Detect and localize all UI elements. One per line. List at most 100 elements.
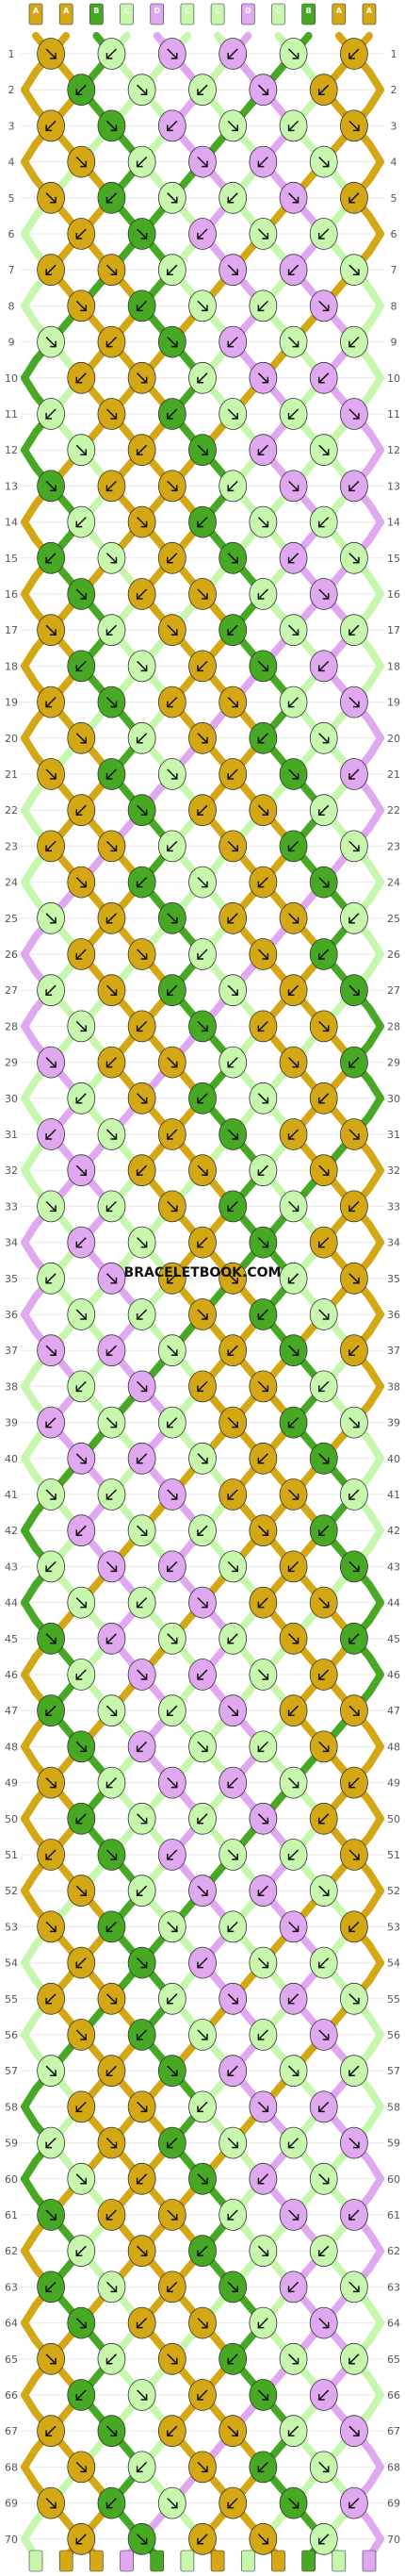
- knot: [279, 1910, 308, 1943]
- knot: [127, 938, 156, 970]
- knot-arrow-icon: [45, 1633, 57, 1644]
- knot: [249, 650, 278, 683]
- knot-arrow-icon: [167, 408, 178, 420]
- knot-arrow-icon: [167, 2498, 178, 2509]
- knot: [97, 830, 126, 863]
- knot: [67, 1154, 96, 1187]
- knot-arrow-icon: [257, 1525, 269, 1536]
- knot-arrow-icon: [348, 1993, 360, 2005]
- knot: [309, 361, 338, 394]
- knot-arrow-icon: [45, 48, 57, 59]
- knot: [97, 2126, 126, 2159]
- knot: [249, 74, 278, 107]
- knot-arrow-icon: [318, 1309, 330, 1320]
- knot-arrow-icon: [136, 588, 148, 600]
- knot: [309, 1946, 338, 1979]
- knot-arrow-icon: [197, 949, 208, 960]
- knot-arrow-icon: [75, 1957, 87, 1969]
- knot-arrow-icon: [257, 444, 268, 455]
- knot-arrow-icon: [167, 1560, 178, 1573]
- knot-arrow-icon: [137, 1093, 148, 1104]
- knot: [97, 2055, 126, 2088]
- knot-arrow-icon: [105, 337, 117, 348]
- knot: [279, 1046, 308, 1079]
- knot: [157, 974, 186, 1007]
- knot: [97, 1766, 126, 1799]
- knot-arrow-icon: [197, 2389, 208, 2401]
- knot: [219, 38, 248, 70]
- row-number-right: 21: [387, 768, 400, 781]
- row-number-left: 43: [5, 1560, 18, 1573]
- row-number-left: 54: [5, 1957, 18, 1970]
- knot-arrow-icon: [167, 2065, 178, 2076]
- knot-arrow-icon: [288, 624, 300, 636]
- knot: [37, 1694, 65, 1727]
- knot-arrow-icon: [167, 480, 178, 492]
- knot: [37, 1766, 65, 1799]
- knot: [188, 1730, 217, 1763]
- knot: [157, 1550, 186, 1583]
- row-number-left: 18: [5, 660, 18, 672]
- knot-arrow-icon: [287, 120, 300, 132]
- knot: [219, 1622, 248, 1655]
- knot: [127, 1730, 156, 1763]
- knot: [219, 901, 248, 934]
- knot-arrow-icon: [227, 624, 238, 636]
- knot: [309, 1010, 338, 1043]
- knot-arrow-icon: [105, 480, 117, 492]
- row-number-right: 35: [387, 1273, 400, 1285]
- row-number-right: 46: [387, 1669, 400, 1681]
- knot-arrow-icon: [137, 2101, 148, 2113]
- knot: [127, 650, 156, 683]
- knot-arrow-icon: [287, 553, 300, 564]
- knot-arrow-icon: [105, 2209, 117, 2221]
- row-number-right: 38: [387, 1380, 400, 1393]
- knot-arrow-icon: [348, 120, 360, 132]
- knot: [309, 289, 338, 322]
- row-number-left: 52: [5, 1885, 18, 1897]
- row-number-right: 25: [387, 913, 400, 925]
- knot-arrow-icon: [136, 2173, 148, 2185]
- knot-arrow-icon: [288, 2498, 300, 2509]
- knot: [97, 685, 126, 718]
- knot-arrow-icon: [288, 48, 300, 59]
- row-number-right: 62: [387, 2245, 400, 2257]
- string-end-tab: [240, 2550, 255, 2572]
- row-number-right: 27: [387, 984, 400, 997]
- knot: [97, 1910, 126, 1943]
- knot-arrow-icon: [288, 913, 300, 924]
- knot: [97, 2199, 126, 2231]
- knot-arrow-icon: [75, 1597, 88, 1609]
- knot-arrow-icon: [348, 984, 360, 996]
- row-number-right: 52: [387, 1885, 400, 1897]
- knot: [188, 289, 217, 322]
- row-number-left: 1: [8, 48, 15, 60]
- knot: [309, 2379, 338, 2411]
- knot: [188, 2451, 217, 2484]
- knot: [340, 109, 368, 142]
- string-letter: A: [33, 7, 40, 15]
- string-end-tab: [271, 2550, 285, 2572]
- row-number-left: 63: [5, 2281, 18, 2293]
- knot: [340, 541, 368, 574]
- knot-arrow-icon: [45, 697, 57, 708]
- string-tab: C: [180, 3, 195, 25]
- knot-arrow-icon: [288, 1489, 300, 1500]
- knot: [67, 74, 96, 107]
- knot: [127, 721, 156, 754]
- knot-arrow-icon: [348, 480, 360, 492]
- knot: [188, 721, 217, 754]
- knot-arrow-icon: [257, 1741, 268, 1753]
- knot: [67, 866, 96, 899]
- row-number-right: 24: [387, 877, 400, 889]
- knot: [157, 1622, 186, 1655]
- knot-arrow-icon: [348, 1705, 360, 1716]
- knot-arrow-icon: [45, 1993, 57, 2005]
- knot-arrow-icon: [287, 1560, 300, 1573]
- knot: [67, 218, 96, 250]
- knot: [279, 1694, 308, 1727]
- knot-arrow-icon: [318, 1164, 330, 1176]
- knot: [309, 1082, 338, 1115]
- knot-arrow-icon: [197, 2318, 208, 2329]
